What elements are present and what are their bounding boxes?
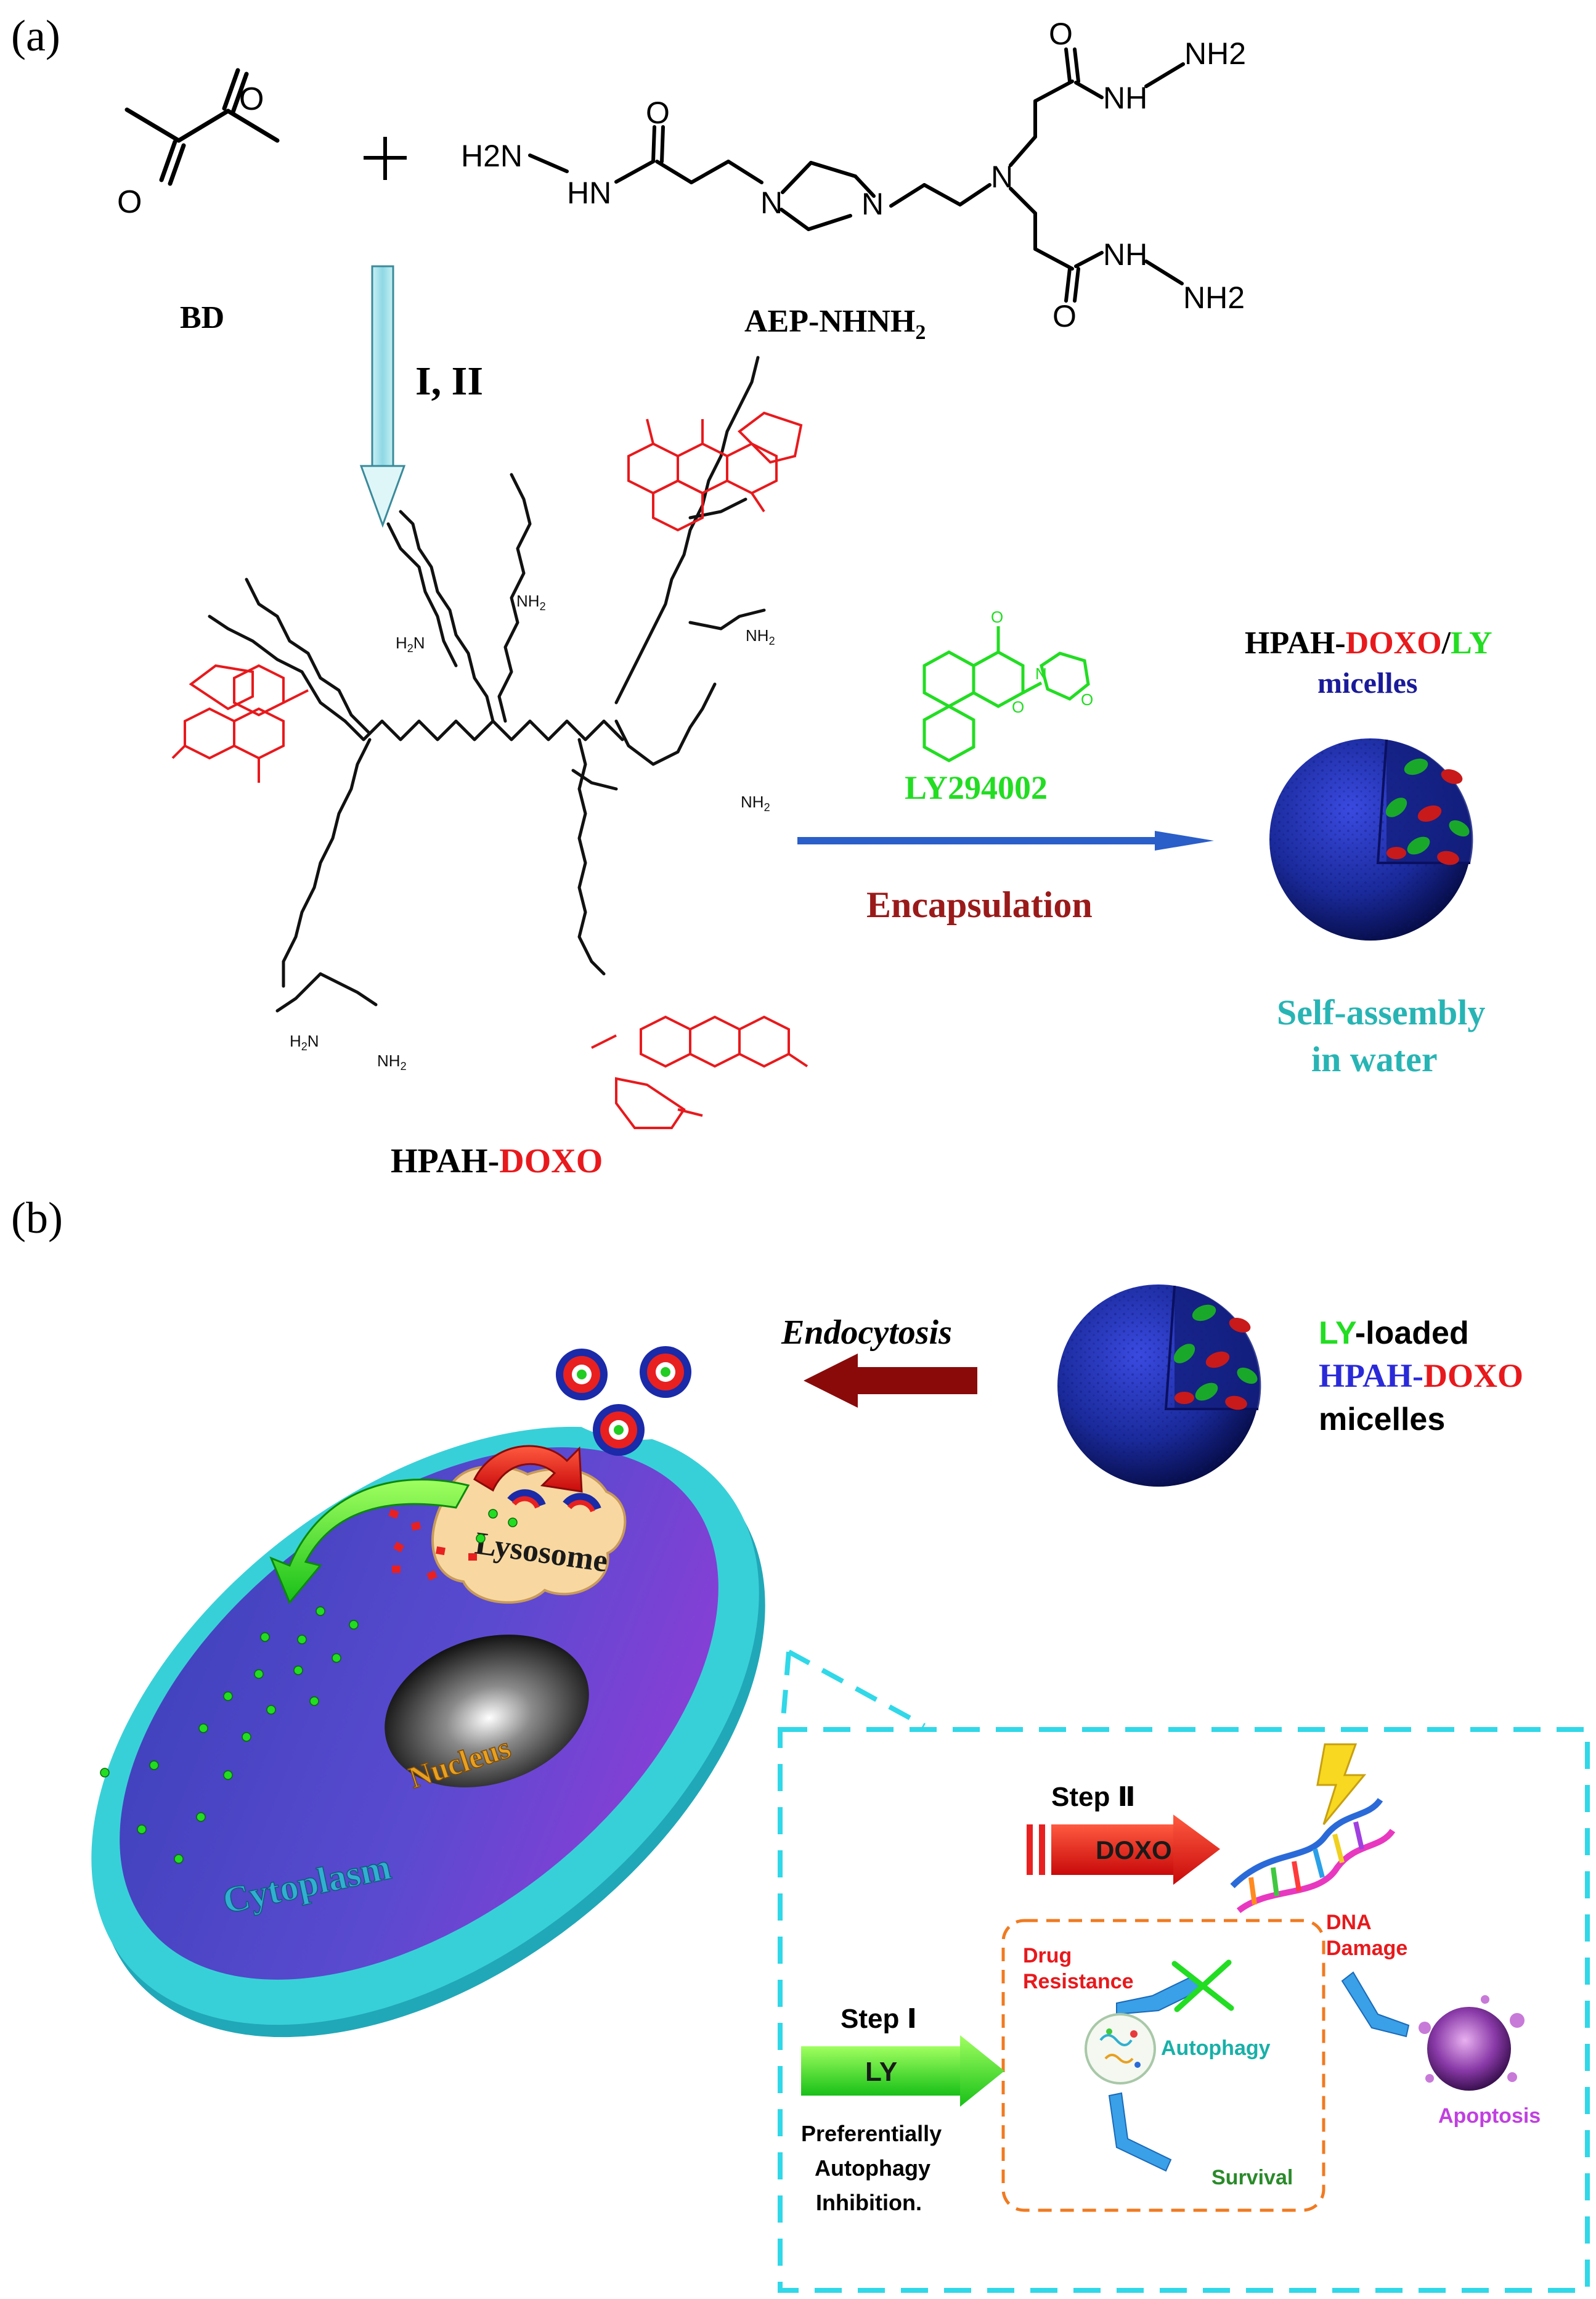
aep-nh-lower: NH: [1103, 237, 1147, 272]
autophagy-vesicle-icon: [1085, 2013, 1156, 2085]
svg-text:NH2: NH2: [516, 592, 546, 613]
aep-nh2-upper: NH2: [1184, 36, 1246, 71]
bd-label: BD: [180, 300, 224, 335]
micelle-b-label-line3: micelles: [1319, 1402, 1445, 1437]
polymer-end-groups: NH2 H2N NH2 NH2 H2N NH2: [290, 592, 775, 1072]
ly294002-structure: [922, 626, 1090, 762]
aep-structure-bonds: [528, 47, 1185, 303]
endocytosis-arrow: [804, 1354, 977, 1408]
aep-oxygen-upper: O: [1049, 17, 1073, 51]
lysosome: [431, 1465, 627, 1604]
aep-nh2-lower: NH2: [1183, 280, 1245, 315]
ly-oxygen-morpholine: O: [1081, 690, 1093, 709]
plus-sign: [364, 137, 407, 180]
ly-oxygen-chromone: O: [1012, 698, 1024, 716]
autophagy-label: Autophagy: [1161, 2036, 1271, 2060]
micelle-b-label-line2: HPAH-DOXO: [1319, 1357, 1523, 1394]
release-arrow-red: [473, 1445, 583, 1493]
lightning-icon: [1316, 1743, 1367, 1825]
blue-arrow-to-survival: [1108, 2092, 1172, 2172]
svg-text:NH2: NH2: [377, 1051, 407, 1072]
ly-green-arrow: [801, 2035, 1004, 2107]
encapsulation-label: Encapsulation: [866, 884, 1093, 925]
zoom-connector: [780, 1649, 926, 1728]
aep-label: AEP-NHNH2: [744, 304, 926, 344]
dna-damage-line2: Damage: [1326, 1937, 1407, 1960]
inhibition-line3: Inhibition.: [816, 2190, 922, 2215]
polymer-label: HPAH-DOXO: [391, 1142, 603, 1180]
micelle-b-label-line1: LY-loaded: [1319, 1315, 1469, 1351]
doxo-red-arrow: [1027, 1815, 1220, 1885]
aep-nh-upper: NH: [1103, 81, 1147, 115]
doxo-fragment-top: [627, 411, 803, 532]
panel-a-label: (a): [11, 11, 60, 60]
step2-label: Step Ⅱ: [1051, 1782, 1136, 1812]
self-assembly-line1: Self-assembly: [1277, 992, 1485, 1032]
svg-text:NH2: NH2: [746, 626, 775, 647]
blue-arrow-to-apoptosis: [1341, 1971, 1410, 2038]
endocytosis-label: Endocytosis: [781, 1313, 952, 1352]
micelle-b-drug-particles: [1173, 1304, 1258, 1410]
inhibition-line1: Preferentially: [801, 2121, 942, 2146]
doxo-fragment-bottom: [591, 1015, 808, 1129]
bd-oxygen-top: O: [239, 81, 264, 117]
doxo-arrow-label: DOXO: [1096, 1836, 1172, 1864]
self-assembly-line2: in water: [1311, 1039, 1438, 1079]
dna-damage-line1: DNA: [1326, 1911, 1372, 1934]
micelle-a-drug-particles: [1385, 758, 1470, 865]
dna-icon: [1230, 1797, 1396, 1913]
encapsulation-arrow: [797, 831, 1214, 851]
ly-arrow-label: LY: [865, 2057, 897, 2087]
inhibition-line2: Autophagy: [815, 2155, 930, 2181]
drug-resistance-line1: Drug: [1023, 1944, 1072, 1967]
bd-structure: [124, 68, 280, 186]
nucleus: [385, 1635, 589, 1787]
step1-label: Step Ⅰ: [841, 2004, 917, 2034]
aep-oxygen-lower: O: [1052, 299, 1077, 333]
release-arrow-green: [269, 1478, 470, 1604]
aep-h2n-left: H2N: [461, 139, 523, 173]
internalized-micelles: [556, 1346, 691, 1456]
apoptosis-cell-icon: [1419, 1995, 1525, 2091]
aep-hn-left: HN: [567, 176, 611, 210]
drug-resistance-line2: Resistance: [1023, 1970, 1134, 1993]
inhibition-cross-icon: [1171, 1959, 1234, 2012]
aep-n-piperazine-left: N: [760, 186, 783, 220]
survival-label: Survival: [1211, 2166, 1293, 2189]
panel-b-label: (b): [11, 1193, 63, 1243]
micelle-title: HPAH-DOXO/LY: [1245, 626, 1492, 661]
reaction-conditions: I, II: [415, 359, 483, 404]
ly-drug-dots: [100, 1509, 518, 1864]
autophagy-region: [1001, 1919, 1325, 2212]
bd-oxygen-bottom: O: [117, 184, 142, 220]
micelle-sphere-b: [1057, 1284, 1261, 1487]
aep-oxygen-left: O: [646, 96, 670, 130]
ly-nitrogen-morpholine: N: [1035, 664, 1047, 683]
ly-oxygen-carbonyl: O: [991, 608, 1003, 626]
doxo-fragment-left: [171, 664, 309, 783]
svg-text:H2N: H2N: [290, 1032, 319, 1053]
svg-text:NH2: NH2: [741, 793, 770, 814]
micelle-sphere-a: [1269, 738, 1473, 941]
hpah-doxo-polymer: [208, 356, 766, 1013]
svg-text:H2N: H2N: [396, 634, 425, 655]
aep-n-tertiary: N: [991, 160, 1013, 194]
aep-n-piperazine-right: N: [861, 187, 884, 221]
micelle-subtitle: micelles: [1317, 667, 1418, 700]
apoptosis-label: Apoptosis: [1438, 2104, 1541, 2128]
reaction-arrow-down: [359, 265, 406, 528]
ly-compound-label: LY294002: [905, 769, 1048, 806]
